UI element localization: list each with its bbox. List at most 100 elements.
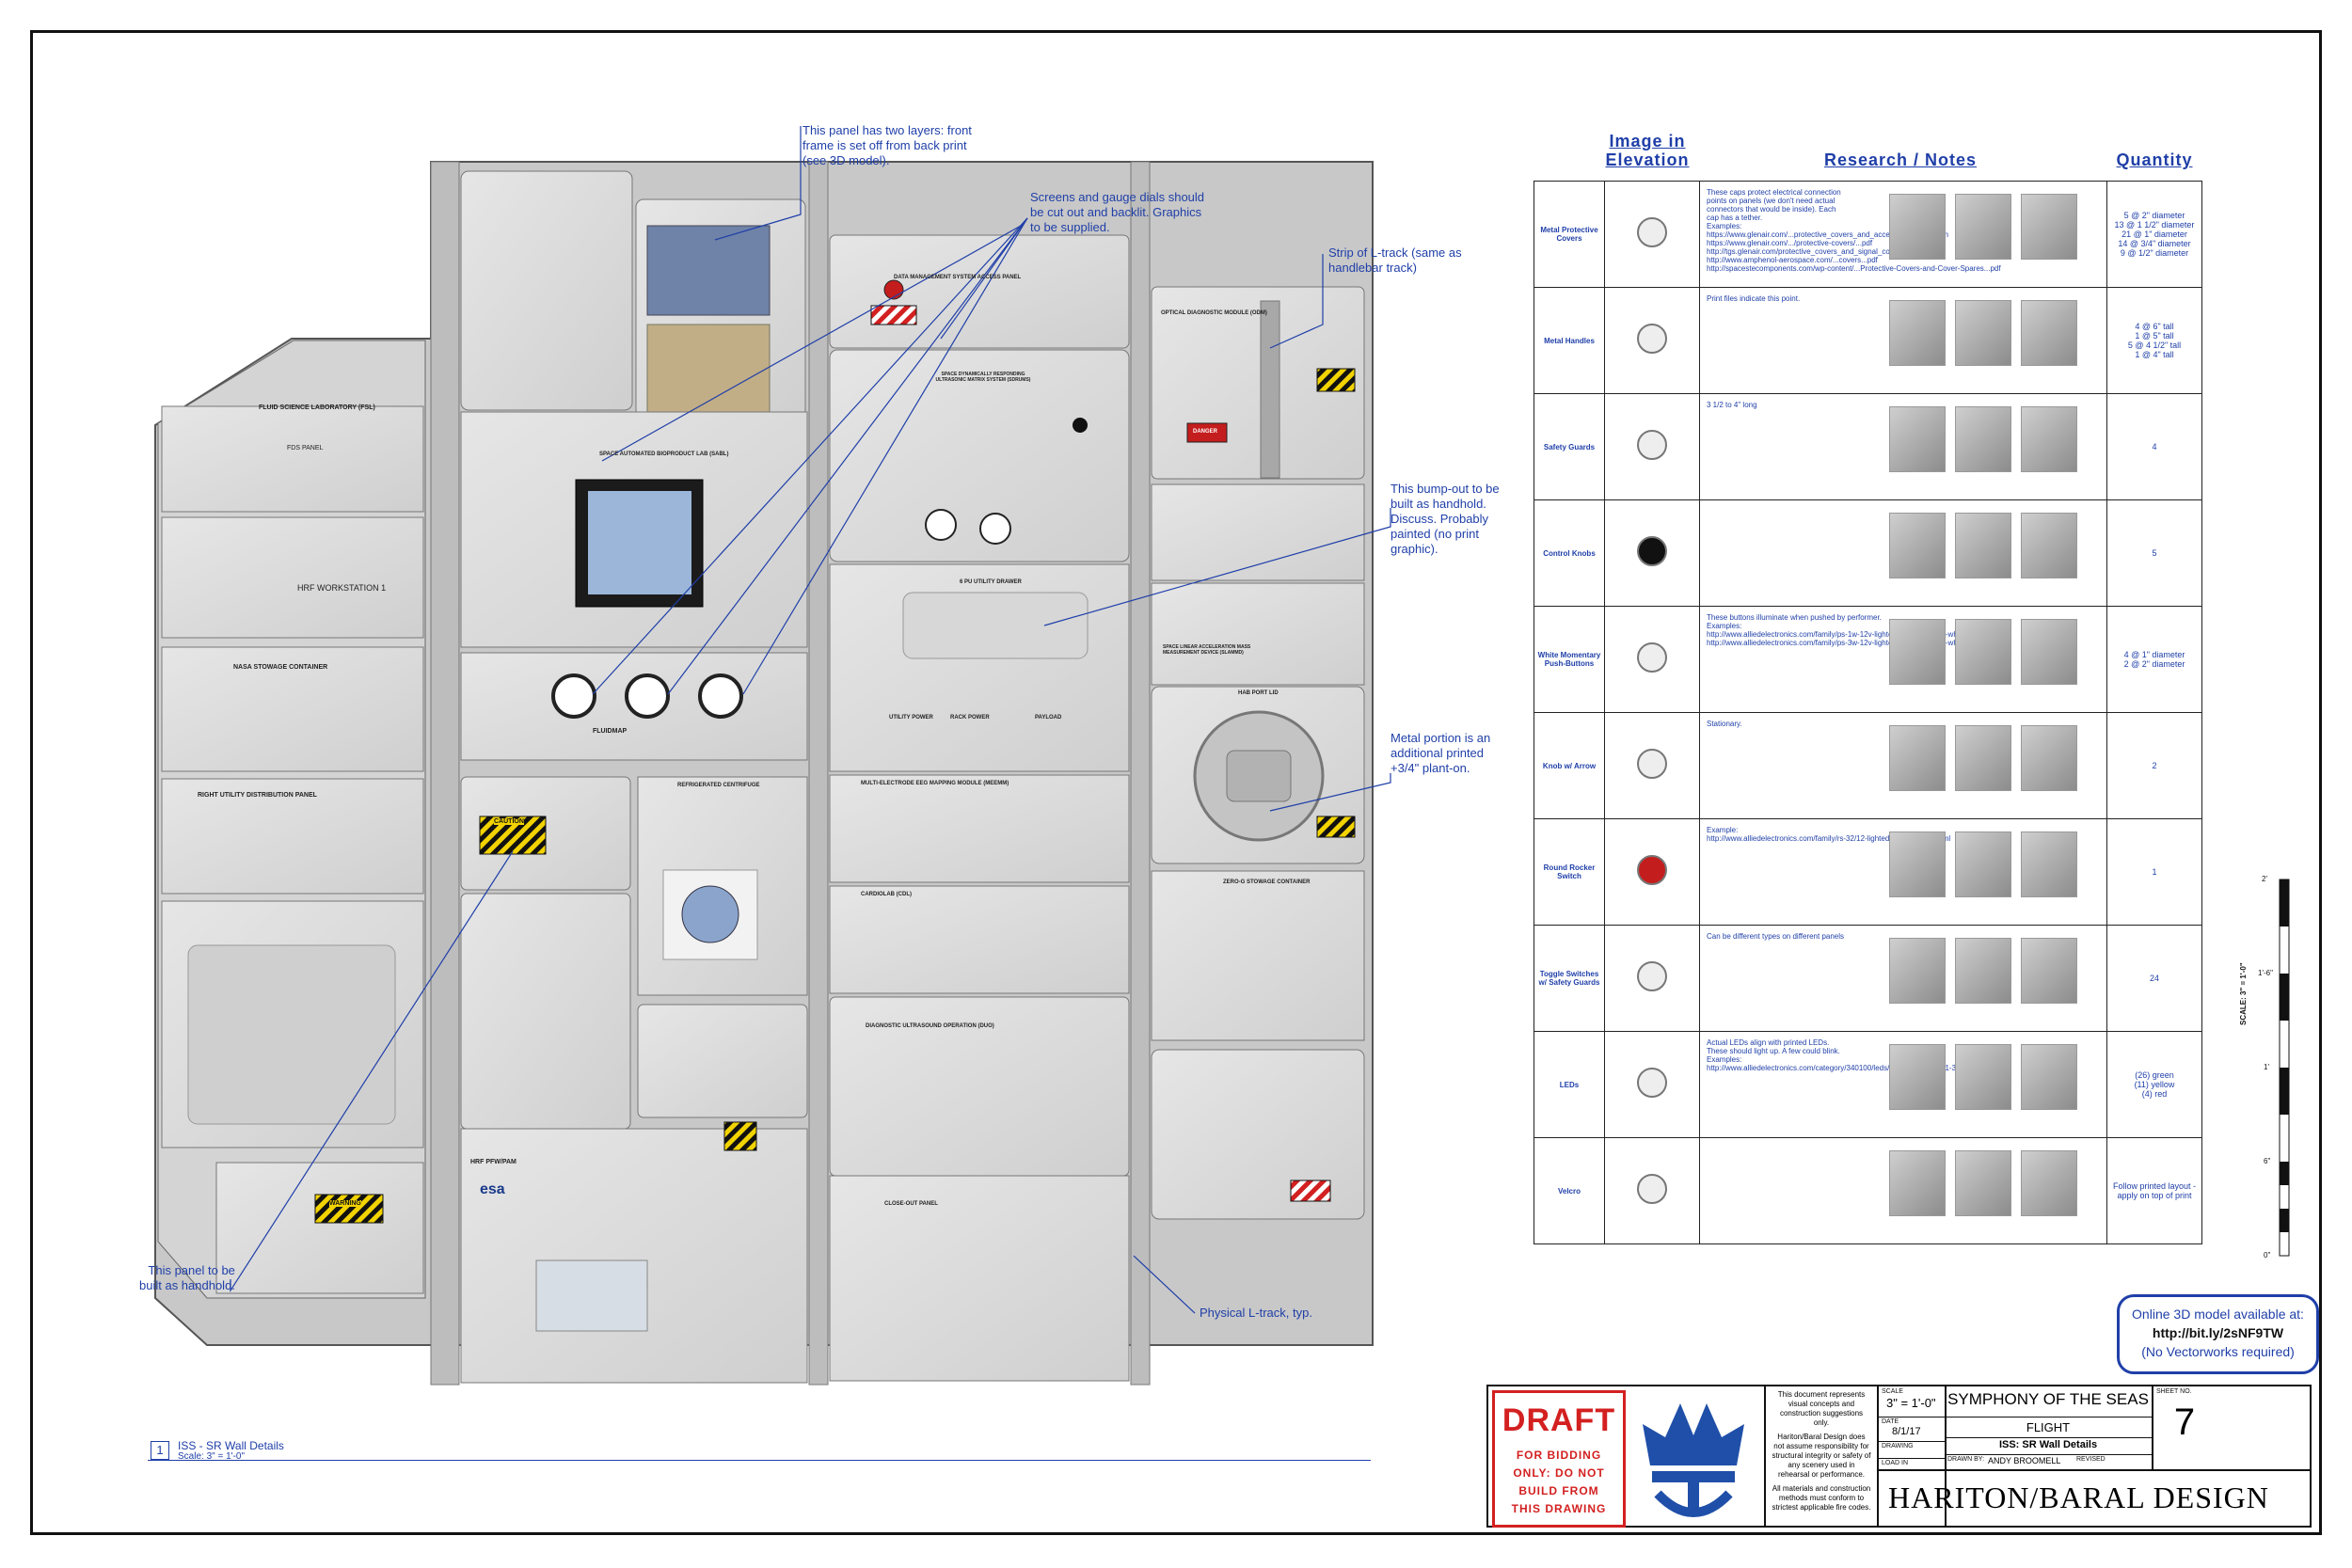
drawing-number: 1: [151, 1441, 169, 1460]
online-line: Online 3D model available at:: [2132, 1307, 2304, 1322]
row-label: Metal Handles: [1534, 287, 1605, 394]
title-scale: 3" = 1'-0": [1886, 1396, 1936, 1410]
header-quantity: Quantity: [2116, 150, 2193, 169]
reference-photo: [2021, 725, 2077, 791]
row-image: [1604, 606, 1700, 713]
row-quantity: 5: [2106, 499, 2202, 607]
reference-photo: [1889, 938, 1946, 1004]
note-line: Examples:: [1707, 222, 1742, 230]
scale-tick: 1': [2264, 1063, 2269, 1071]
slamd-panel: [1151, 582, 1365, 686]
callout-line: graphic).: [1391, 542, 1438, 556]
zerog-panel: [1151, 870, 1365, 1041]
label-rudp: RIGHT UTILITY DISTRIBUTION PANEL: [198, 792, 317, 799]
sheetno-caption: SHEET NO.: [2156, 1388, 2192, 1395]
row-notes: Can be different types on different pane…: [1699, 925, 2107, 1032]
reference-photo: [1889, 1150, 1946, 1216]
crown-anchor-logo: [1626, 1390, 1761, 1522]
venue-title: FLIGHT: [2026, 1420, 2071, 1434]
row-notes: These caps protect electrical connection…: [1699, 181, 2107, 288]
online-line: (No Vectorworks required): [2141, 1344, 2295, 1359]
reference-photo: [1955, 1044, 2011, 1110]
rudp-panel: [161, 778, 424, 895]
row-image: [1604, 1031, 1700, 1138]
row-image: [1604, 925, 1700, 1032]
label-fsl: FLUID SCIENCE LABORATORY (FSL): [259, 404, 375, 411]
callout-line: additional printed: [1391, 746, 1485, 760]
nasa-stowage-panel: [161, 646, 424, 772]
disclaimer-line: rehearsal or performance.: [1777, 1470, 1866, 1479]
note-line: Print files indicate this point.: [1707, 294, 1801, 303]
note-line: 3 1/2 to 4" long: [1707, 401, 1757, 409]
label-fluidmap: FLUIDMAP: [593, 728, 628, 735]
title-block: DRAFT FOR BIDDING ONLY: DO NOT BUILD FRO…: [1486, 1385, 2312, 1528]
component-icon: [1637, 1067, 1667, 1098]
sdrums-panel: [829, 349, 1130, 562]
row-image: [1604, 499, 1700, 607]
qty-line: 2: [2152, 761, 2157, 770]
hrf-workstation-panel: [161, 516, 424, 639]
reference-photo: [1889, 832, 1946, 897]
disclaimer-line: This document represents: [1777, 1390, 1866, 1399]
qty-line: 5 @ 2" diameter: [2123, 211, 2185, 220]
label-duo: DIAGNOSTIC ULTRASOUND OPERATION (DUO): [866, 1023, 994, 1029]
disclaimer-line: any scenery used in: [1788, 1461, 1855, 1469]
callout-line: Screens and gauge dials should: [1030, 190, 1205, 204]
callout-panel-handhold: This panel to be built as handhold.: [139, 1263, 235, 1293]
show-title: SYMPHONY OF THE SEAS: [1947, 1390, 2149, 1408]
label-zerog: ZERO-G STOWAGE CONTAINER: [1223, 879, 1311, 885]
note-line: Stationary.: [1707, 720, 1742, 728]
reference-photo: [1955, 725, 2011, 791]
label-epu: 6 PU UTILITY DRAWER: [960, 579, 1022, 585]
row-image: [1604, 393, 1700, 500]
label-caution: CAUTION: [494, 818, 524, 825]
row-quantity: 1: [2106, 818, 2202, 926]
row-label: Knob w/ Arrow: [1534, 712, 1605, 819]
drawing-title: ISS - SR Wall Details: [178, 1439, 284, 1452]
closeout-panel: [829, 1175, 1130, 1382]
qty-line: 4: [2152, 442, 2157, 451]
row-notes: Print files indicate this point.: [1699, 287, 2107, 394]
draft-stamp: DRAFT FOR BIDDING ONLY: DO NOT BUILD FRO…: [1492, 1390, 1626, 1528]
reference-photo: [1889, 194, 1946, 260]
reference-photo: [1889, 725, 1946, 791]
reference-photo: [1955, 513, 2011, 578]
row-note-text: Can be different types on different pane…: [1707, 932, 1876, 941]
row-label: Control Knobs: [1534, 499, 1605, 607]
component-icon: [1637, 1173, 1667, 1204]
qty-line: 4 @ 6" tall: [2135, 322, 2174, 331]
drawing-sheet-border: [30, 30, 2322, 1535]
callout-line: Metal portion is an: [1391, 731, 1491, 745]
disclaimer-line: methods must conform to: [1778, 1494, 1865, 1502]
scale-caption: SCALE: 3" = 1'-0": [2239, 962, 2248, 1025]
online-link[interactable]: http://bit.ly/2sNF9TW: [2152, 1325, 2284, 1340]
label-slamd: SPACE LINEAR ACCELERATION MASS MEASUREME…: [1163, 644, 1251, 656]
callout-line: This panel has two layers: front: [803, 123, 972, 137]
note-line: connectors that would be inside). Each: [1707, 205, 1836, 214]
label-fds: FDS PANEL: [287, 445, 324, 451]
reference-photo: [2021, 300, 2077, 366]
row-notes: Stationary.: [1699, 712, 2107, 819]
note-line: http://www.alliedelectronics.com/family/…: [1707, 834, 1951, 843]
qty-line: (26) green: [2135, 1070, 2174, 1080]
callout-line: Discuss. Probably: [1391, 512, 1489, 526]
row-image: [1604, 181, 1700, 288]
title-date: 8/1/17: [1892, 1426, 1921, 1437]
header-notes: Research / Notes: [1823, 150, 1978, 169]
note-line: Example:: [1707, 826, 1739, 834]
row-image: [1604, 287, 1700, 394]
label-refcentrifuge: REFRIGERATED CENTRIFUGE: [677, 783, 760, 788]
row-image: [1604, 712, 1700, 819]
draft-note-line: FOR BIDDING: [1516, 1449, 1602, 1462]
callout-line: handlebar track): [1328, 261, 1417, 275]
component-icon: [1637, 960, 1667, 991]
row-quantity: 2: [2106, 712, 2202, 819]
hrf-pfw-panel: [460, 1128, 808, 1384]
research-row: Metal Handles Print files indicate this p…: [1534, 287, 2202, 394]
note-line: https://www.glenair.com/.../protective-c…: [1707, 239, 1873, 247]
